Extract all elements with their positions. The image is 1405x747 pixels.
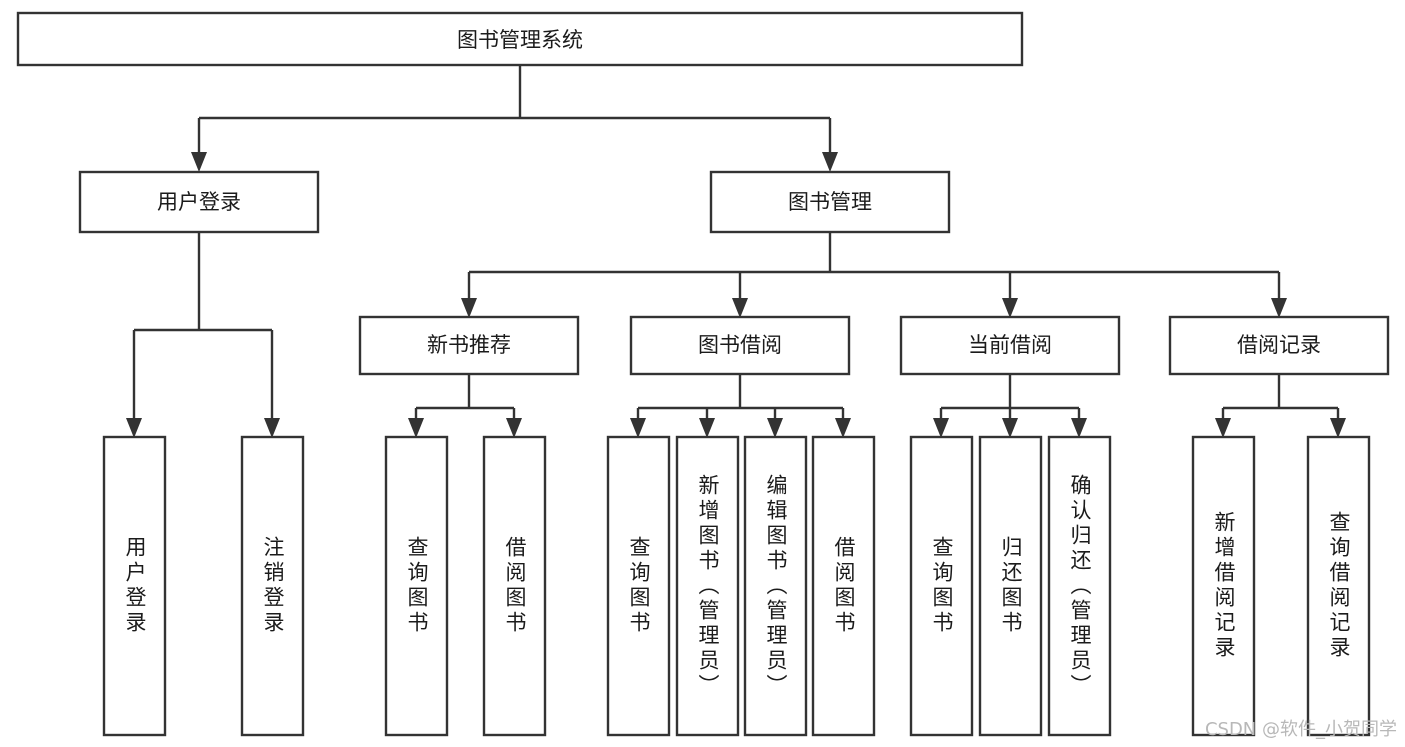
leaf-book-borrow-3-label: 借阅图书 [832, 536, 856, 636]
node-book-mgmt-box[interactable] [709, 170, 951, 234]
node-borrow-record[interactable]: 借阅记录 [1168, 315, 1390, 376]
node-current-borrow-box[interactable] [899, 315, 1121, 376]
arrowhead-new-book [461, 298, 477, 318]
arrowhead-new-book-child-1 [506, 418, 522, 438]
arrowhead-book-mgmt [822, 152, 838, 172]
leaf-current-borrow-1-box[interactable] [978, 435, 1043, 737]
leaf-borrow-record-0-label: 新增借阅记录 [1212, 511, 1236, 661]
edge-group-borrow-record [1215, 374, 1346, 438]
leaf-book-borrow-2[interactable]: 编辑图书（管理员） [743, 435, 808, 737]
node-user-login-label: 用户登录 [157, 190, 241, 214]
leaf-new-book-0[interactable]: 查询图书 [384, 435, 449, 737]
arrowhead-user-login-child-1 [264, 418, 280, 438]
arrowhead-borrow-record-child-1 [1330, 418, 1346, 438]
leaf-current-borrow-0-label: 查询图书 [930, 536, 954, 636]
node-new-book-recommend-box[interactable] [358, 315, 580, 376]
leaf-new-book-1-box[interactable] [482, 435, 547, 737]
edge-group-root [191, 65, 838, 172]
leaf-book-borrow-0-box[interactable] [606, 435, 671, 737]
csdn-watermark: CSDN @软件_小贺同学 [1204, 719, 1397, 740]
leaf-borrow-record-0-box[interactable] [1191, 435, 1256, 737]
node-new-book-recommend[interactable]: 新书推荐 [358, 315, 580, 376]
arrowhead-user-login [191, 152, 207, 172]
leaf-current-borrow-1-label: 归还图书 [999, 536, 1023, 636]
edge-group-book-borrow [630, 374, 851, 438]
edge-group-user-login [126, 232, 280, 438]
edge-group-book-mgmt [461, 232, 1287, 318]
leaf-book-borrow-2-box[interactable] [743, 435, 808, 737]
leaf-book-borrow-3-box[interactable] [811, 435, 876, 737]
arrowhead-book-borrow-child-0 [630, 418, 646, 438]
node-book-mgmt[interactable]: 图书管理 [709, 170, 951, 234]
leaf-book-borrow-0-label: 查询图书 [627, 536, 651, 636]
leaf-book-borrow-1-label: 新增图书（管理员） [696, 473, 720, 699]
node-new-book-recommend-label: 新书推荐 [427, 333, 511, 357]
node-root[interactable]: 图书管理系统 [16, 11, 1024, 67]
leaf-user-login-1-label: 注销登录 [261, 536, 285, 636]
leaf-current-borrow-2[interactable]: 确认归还（管理员） [1047, 435, 1112, 737]
arrowhead-borrow-record-child-0 [1215, 418, 1231, 438]
node-user-login[interactable]: 用户登录 [78, 170, 320, 234]
leaf-user-login-1[interactable]: 注销登录 [240, 435, 305, 737]
leaf-borrow-record-1-label: 查询借阅记录 [1327, 511, 1351, 661]
leaf-current-borrow-0-box[interactable] [909, 435, 974, 737]
node-current-borrow-label: 当前借阅 [968, 333, 1052, 357]
node-borrow-record-box[interactable] [1168, 315, 1390, 376]
node-root-box[interactable] [16, 11, 1024, 67]
leaf-new-book-1[interactable]: 借阅图书 [482, 435, 547, 737]
leaf-current-borrow-0[interactable]: 查询图书 [909, 435, 974, 737]
arrowhead-book-borrow-child-3 [835, 418, 851, 438]
node-book-mgmt-label: 图书管理 [788, 190, 872, 214]
leaf-borrow-record-1[interactable]: 查询借阅记录 [1306, 435, 1371, 737]
arrowhead-current-borrow-child-1 [1002, 418, 1018, 438]
arrowhead-current-borrow-child-2 [1071, 418, 1087, 438]
arrowhead-current-borrow [1002, 298, 1018, 318]
leaf-book-borrow-1-box[interactable] [675, 435, 740, 737]
leaf-current-borrow-1[interactable]: 归还图书 [978, 435, 1043, 737]
node-borrow-record-label: 借阅记录 [1237, 333, 1321, 357]
leaf-current-borrow-2-label: 确认归还（管理员） [1068, 473, 1092, 699]
leaf-current-borrow-2-box[interactable] [1047, 435, 1112, 737]
node-user-login-box[interactable] [78, 170, 320, 234]
node-book-borrow-box[interactable] [629, 315, 851, 376]
node-book-borrow-label: 图书借阅 [698, 333, 782, 357]
edge-group-current-borrow [933, 374, 1087, 438]
leaf-new-book-0-label: 查询图书 [405, 536, 429, 636]
arrowhead-book-borrow-child-1 [699, 418, 715, 438]
leaf-book-borrow-1[interactable]: 新增图书（管理员） [675, 435, 740, 737]
leaf-user-login-0-box[interactable] [102, 435, 167, 737]
arrowhead-book-borrow [732, 298, 748, 318]
leaf-new-book-0-box[interactable] [384, 435, 449, 737]
leaf-book-borrow-3[interactable]: 借阅图书 [811, 435, 876, 737]
leaf-user-login-0-label: 用户登录 [123, 536, 147, 636]
node-current-borrow[interactable]: 当前借阅 [899, 315, 1121, 376]
arrowhead-new-book-child-0 [408, 418, 424, 438]
leaf-book-borrow-0[interactable]: 查询图书 [606, 435, 671, 737]
node-root-label: 图书管理系统 [457, 28, 583, 52]
leaf-borrow-record-0[interactable]: 新增借阅记录 [1191, 435, 1256, 737]
leaf-user-login-1-box[interactable] [240, 435, 305, 737]
arrowhead-current-borrow-child-0 [933, 418, 949, 438]
arrowhead-borrow-record [1271, 298, 1287, 318]
leaf-new-book-1-label: 借阅图书 [503, 536, 527, 636]
leaf-book-borrow-2-label: 编辑图书（管理员） [764, 473, 788, 699]
leaf-borrow-record-1-box[interactable] [1306, 435, 1371, 737]
arrowhead-user-login-child-0 [126, 418, 142, 438]
arrowhead-book-borrow-child-2 [767, 418, 783, 438]
node-book-borrow[interactable]: 图书借阅 [629, 315, 851, 376]
leaf-user-login-0[interactable]: 用户登录 [102, 435, 167, 737]
edge-group-new-book [408, 374, 522, 438]
